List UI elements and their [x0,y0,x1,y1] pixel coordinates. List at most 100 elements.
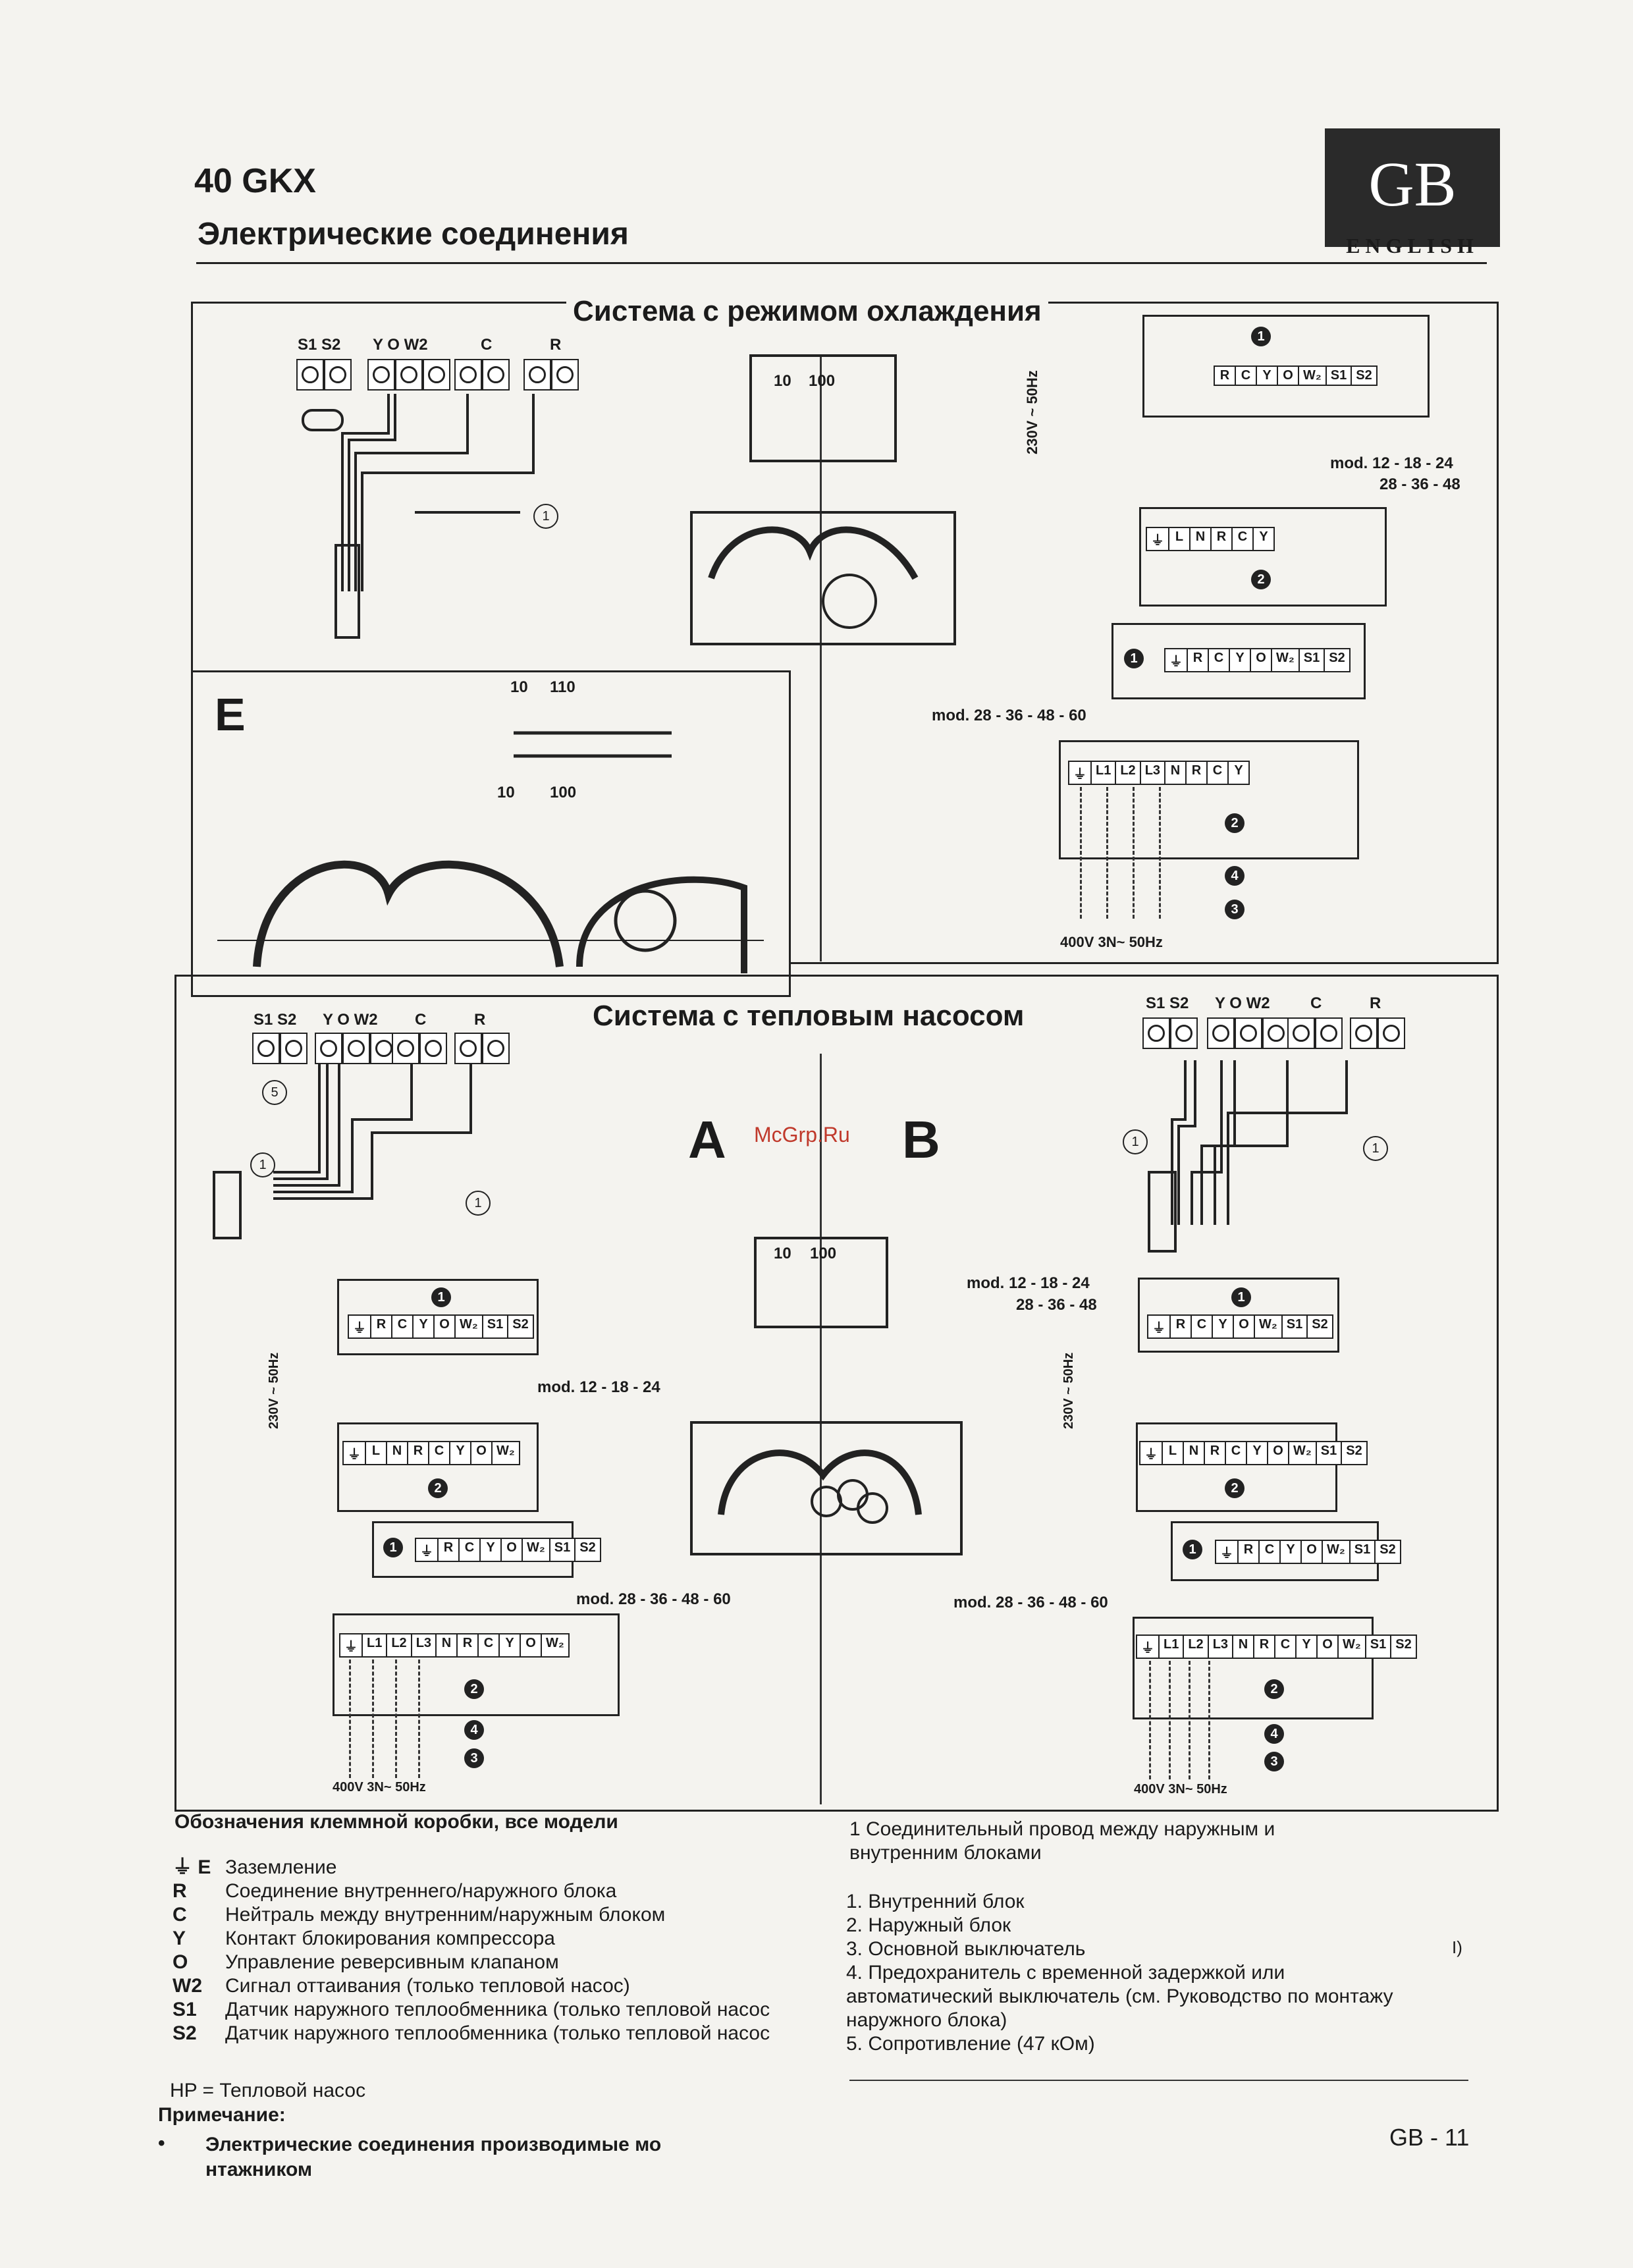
section-e-letter: E [215,689,246,740]
a-mod-large: mod. 28 - 36 - 48 - 60 [576,1590,731,1608]
b-marker-3: 3 [1264,1752,1284,1771]
a-supply-dash-4 [418,1660,420,1778]
outdoor-unit-box-large [1059,740,1359,859]
term-label-s1s2: S1 S2 [298,336,341,354]
language-badge-sub: ENGLISH [1346,234,1479,257]
marker-2b: 2 [1225,813,1245,833]
a-term-label-c: C [415,1011,427,1029]
a-marker-1b: 1 [383,1538,403,1557]
b-terminal-r [1350,1017,1405,1049]
a-supply-dash-3 [395,1660,397,1778]
hp-strip-dim-100: 100 [810,1245,837,1262]
terminal-s1s2 [296,359,352,391]
b-mod-label: mod. 12 - 18 - 24 [967,1274,1090,1292]
mod-label-a: mod. 12 - 18 - 24 [1330,454,1453,472]
cooling-wiring [302,354,956,645]
a-term-label-yow2: Y O W2 [323,1011,378,1029]
a-marker-4: 4 [464,1720,484,1740]
b-supply-3ph: 400V 3N~ 50Hz [1134,1782,1227,1796]
e-dim-110: 110 [550,678,576,696]
hp-callout-1b: 1 [466,1191,491,1216]
terminal-r [523,359,579,391]
a-outdoor-box [337,1422,539,1512]
section-e-drawing [217,731,764,973]
wire-legend: 1 Соединительный провод между наружным и… [849,1818,1275,1864]
margin-mark: I) [1452,1937,1462,1957]
section-e-frame [191,670,791,997]
b-marker-1b: 1 [1183,1540,1202,1559]
outdoor-unit-box [1139,507,1387,607]
note-title: Примечание: [158,2104,286,2126]
indoor-unit-box [1142,315,1430,418]
e-dim-10b: 10 [497,784,515,801]
supply-3ph: 400V 3N~ 50Hz [1060,934,1163,950]
terminal-c [454,359,510,391]
supply-dash-3 [1133,787,1135,919]
terminal-yow2 [367,359,450,391]
page-title: Электрические соединения [198,217,629,252]
a-supply-dash-1 [349,1660,351,1778]
watermark: McGrp.Ru [754,1123,850,1147]
a-mod-label: mod. 12 - 18 - 24 [537,1378,660,1396]
supply-dash-1 [1080,787,1082,919]
a-term-label-s1s2: S1 S2 [254,1011,297,1029]
supply-dash-2 [1106,787,1108,919]
b-terminal-c [1287,1017,1343,1049]
component-item-2: 2. Наружный блок [846,1914,1011,1936]
term-label-r: R [550,336,562,354]
note-bullet: • [158,2132,165,2154]
term-label-c: C [481,336,493,354]
mod-label-b: mod. 28 - 36 - 48 - 60 [932,707,1086,724]
hp-callout-1c: 1 [1123,1129,1148,1154]
a-supply-dash-2 [372,1660,374,1778]
a-term-label-r: R [474,1011,486,1029]
mod-label-a2: 28 - 36 - 48 [1379,475,1460,493]
a-terminal-c [392,1033,447,1064]
b-supply-dash-1 [1149,1661,1151,1779]
legend-heading: Обозначения клеммной коробки, все модели [174,1811,618,1833]
e-dim-10a: 10 [510,678,528,696]
indoor-unit-box-large [1111,623,1366,699]
heatpump-wiring [213,1060,1348,1555]
legend-rule [849,2080,1468,2081]
b-terminal-s1s2 [1142,1017,1198,1049]
b-supply-1ph: 230V ~ 50Hz [1061,1352,1076,1429]
a-outdoor-box-large [333,1613,620,1716]
term-label-yow2: Y O W2 [373,336,428,354]
b-marker-2: 2 [1225,1478,1245,1498]
divider-top [820,356,822,961]
a-marker-3: 3 [464,1748,484,1768]
strip-dim-10: 10 [774,372,791,390]
component-item-4: 4. Предохранитель с временной задержкой … [846,1962,1393,2031]
component-item-3: 3. Основной выключатель [846,1938,1086,1960]
model-title: 40 GKX [194,162,316,200]
component-item-1: 1. Внутренний блок [846,1891,1025,1912]
b-mod-large: mod. 28 - 36 - 48 - 60 [953,1594,1108,1611]
callout-1: 1 [533,504,558,529]
b-supply-dash-3 [1189,1661,1191,1779]
a-terminal-s1s2 [252,1033,308,1064]
header-rule [196,262,1487,264]
legend-hp: HP = Тепловой насос [170,2080,366,2101]
heatpump-frame [174,975,1499,1812]
e-dim-100: 100 [550,784,577,801]
b-mod-label-2: 28 - 36 - 48 [1016,1296,1097,1314]
supply-dash-4 [1159,787,1161,919]
b-marker-1: 1 [1231,1287,1251,1307]
page-number: GB - 11 [1389,2124,1470,2151]
a-supply-3ph: 400V 3N~ 50Hz [333,1780,426,1795]
hp-callout-1a: 1 [250,1152,275,1177]
b-indoor-box [1138,1278,1339,1353]
a-marker-2: 2 [428,1478,448,1498]
